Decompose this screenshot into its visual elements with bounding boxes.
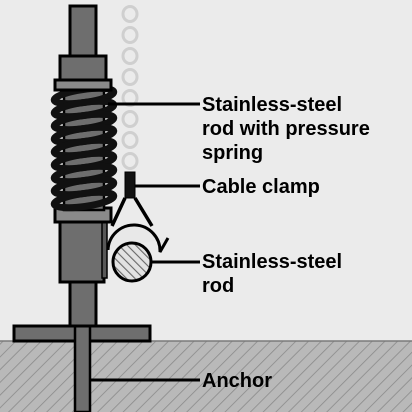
chain-link [121,68,139,86]
chain-link [121,5,139,23]
label-rod-spring-1: Stainless-steel [202,94,342,116]
chain-link [121,47,139,65]
ground [0,340,412,412]
label-rod-spring-2: rod with pressure [202,118,370,140]
label-rod-1: Stainless-steel [202,251,342,273]
spring-coil [50,188,118,212]
chain-link [121,110,139,128]
chain-link [121,26,139,44]
label-rod-spring-3: spring [202,142,263,164]
chain-link [121,152,139,170]
pressure-spring [50,84,118,212]
top-nut [53,4,113,92]
label-cable-clamp: Cable clamp [202,176,320,198]
label-rod-2: rod [202,275,234,297]
chain-link [121,131,139,149]
leader-lines [90,102,200,382]
stainless-rod-section [111,241,153,283]
label-anchor: Anchor [202,370,272,392]
chain [121,5,139,170]
